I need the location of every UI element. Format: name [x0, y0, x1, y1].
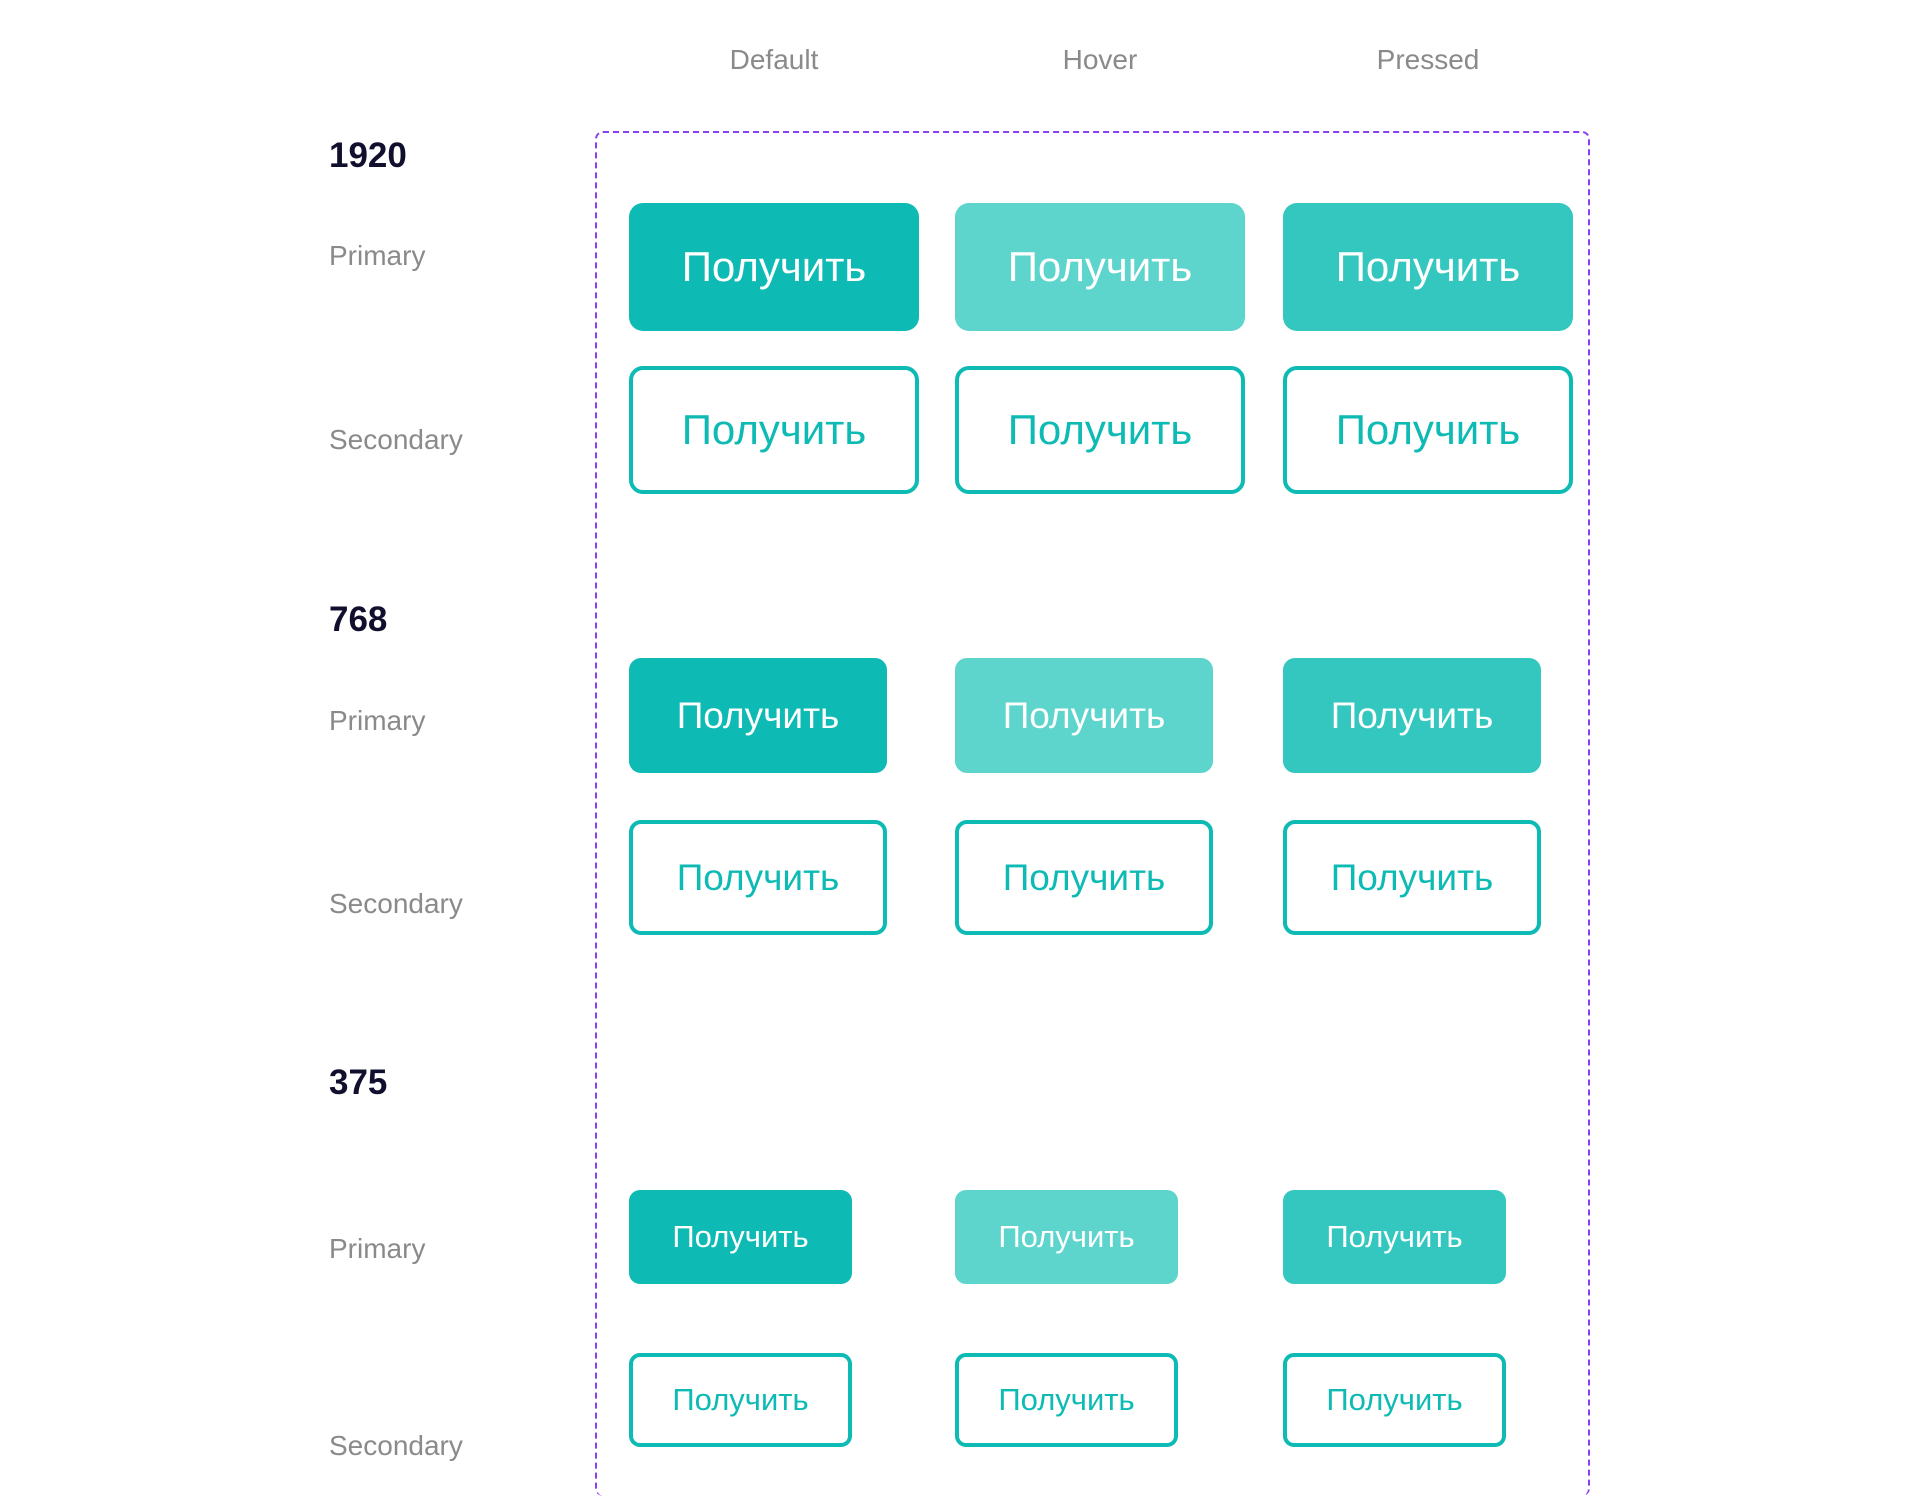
secondary-button-default-768[interactable]: Получить: [629, 820, 887, 935]
secondary-button-default-375[interactable]: Получить: [629, 1353, 852, 1447]
primary-button-default-1920[interactable]: Получить: [629, 203, 919, 331]
secondary-button-hover-1920[interactable]: Получить: [955, 366, 1245, 494]
component-frame: [595, 131, 1590, 1496]
secondary-button-pressed-1920[interactable]: Получить: [1283, 366, 1573, 494]
row-label-secondary-375: Secondary: [329, 1430, 463, 1461]
row-label-primary-1920: Primary: [329, 240, 426, 271]
secondary-button-hover-768[interactable]: Получить: [955, 820, 1213, 935]
primary-button-hover-375[interactable]: Получить: [955, 1190, 1178, 1284]
row-label-secondary-768: Secondary: [329, 888, 463, 919]
secondary-button-pressed-375[interactable]: Получить: [1283, 1353, 1506, 1447]
section-title-1920: 1920: [329, 136, 407, 175]
column-header-pressed: Pressed: [1376, 44, 1480, 75]
primary-button-hover-1920[interactable]: Получить: [955, 203, 1245, 331]
primary-button-default-375[interactable]: Получить: [629, 1190, 852, 1284]
section-title-375: 375: [329, 1063, 388, 1102]
primary-button-default-768[interactable]: Получить: [629, 658, 887, 773]
section-title-768: 768: [329, 600, 388, 639]
primary-button-pressed-1920[interactable]: Получить: [1283, 203, 1573, 331]
primary-button-pressed-768[interactable]: Получить: [1283, 658, 1541, 773]
secondary-button-default-1920[interactable]: Получить: [629, 366, 919, 494]
secondary-button-pressed-768[interactable]: Получить: [1283, 820, 1541, 935]
primary-button-hover-768[interactable]: Получить: [955, 658, 1213, 773]
column-header-hover: Hover: [1062, 44, 1138, 75]
secondary-button-hover-375[interactable]: Получить: [955, 1353, 1178, 1447]
row-label-secondary-1920: Secondary: [329, 424, 463, 455]
row-label-primary-375: Primary: [329, 1233, 426, 1264]
primary-button-pressed-375[interactable]: Получить: [1283, 1190, 1506, 1284]
row-label-primary-768: Primary: [329, 705, 426, 736]
column-header-default: Default: [729, 44, 819, 75]
